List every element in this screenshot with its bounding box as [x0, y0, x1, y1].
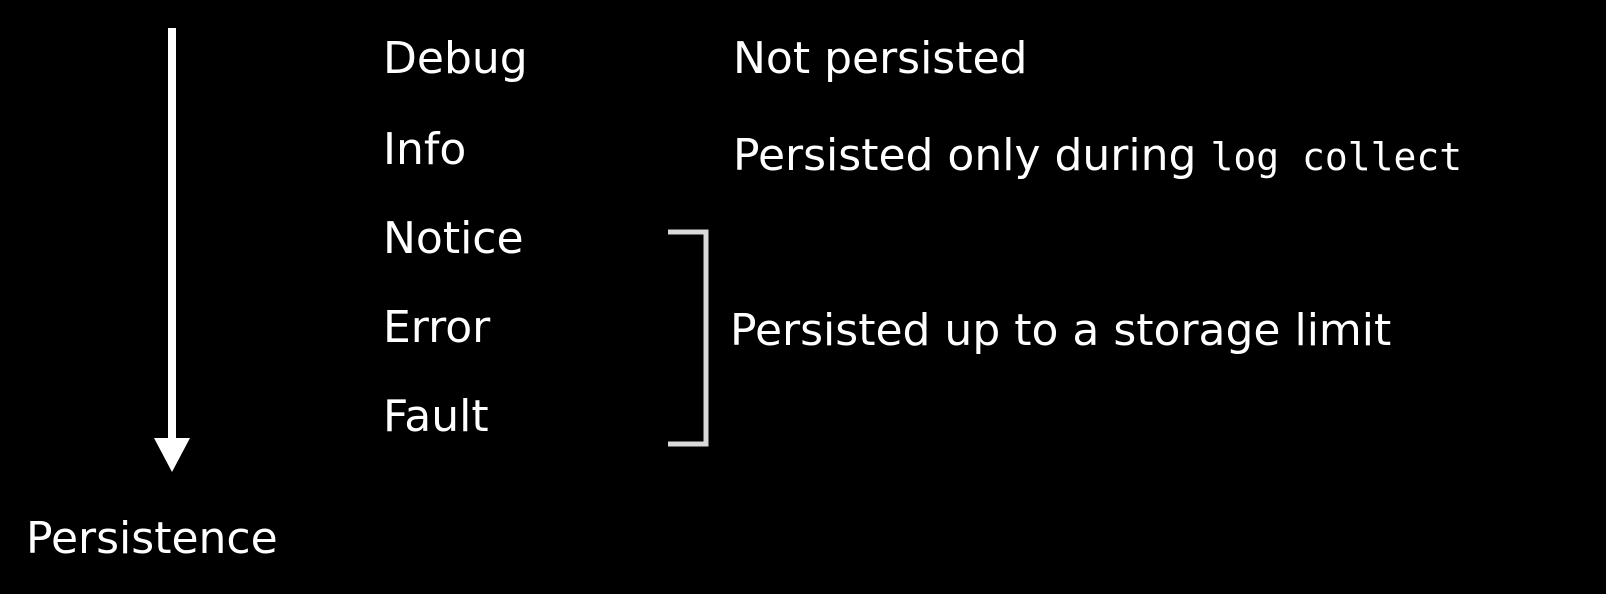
- desc-group: Persisted up to a storage limit: [730, 305, 1392, 356]
- desc-debug: Not persisted: [733, 33, 1028, 84]
- desc-info: Persisted only during log collect: [733, 130, 1462, 183]
- level-fault: Fault: [383, 391, 489, 442]
- level-notice: Notice: [383, 213, 524, 264]
- arrow-head: [154, 438, 190, 472]
- level-debug: Debug: [383, 33, 528, 84]
- desc-info-code: log collect: [1210, 135, 1463, 179]
- level-error: Error: [383, 302, 491, 353]
- axis-label-persistence: Persistence: [26, 513, 278, 564]
- group-bracket: [668, 229, 709, 447]
- down-arrow-icon: [154, 28, 190, 472]
- level-info: Info: [383, 124, 467, 175]
- desc-info-text: Persisted only during: [733, 130, 1211, 181]
